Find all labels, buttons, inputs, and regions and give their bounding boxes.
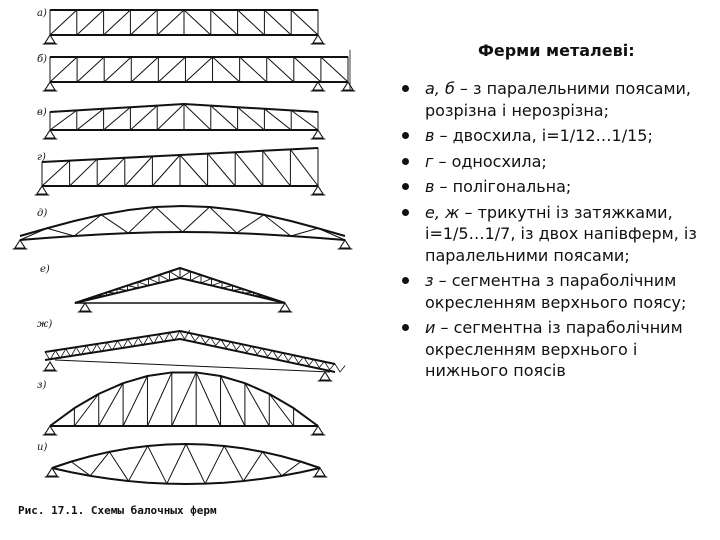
bullet-dot-icon [402, 132, 409, 139]
truss-z [42, 371, 326, 436]
support-icon [46, 466, 58, 477]
truss-a [42, 9, 326, 45]
bullet-dot-icon [402, 85, 409, 92]
truss-diagrams: а) б) в) г) д) е) ж) з) и) Рис. 17.1. Схемы балоч… [12, 8, 356, 517]
bullet-text: – двосхила, і=1/12…1/15; [434, 126, 653, 145]
bullet-term: з [425, 271, 434, 290]
diagram-label: д) [37, 208, 47, 219]
diagram-label: ж) [37, 319, 52, 330]
bullet-term: в [425, 177, 435, 196]
truss-figure: а) б) в) г) д) е) ж) з) и) Рис. 17.1. Схемы балоч… [12, 8, 356, 517]
truss-e [74, 267, 293, 313]
bullet-text: – односхила; [433, 151, 547, 171]
bullet-item: а, б – з паралельними поясами, розрізна … [395, 78, 717, 121]
support-icon [314, 466, 326, 477]
diagram-label: б) [37, 54, 47, 65]
support-icon [279, 301, 291, 312]
bullet-item: г – односхила; [395, 151, 717, 173]
support-icon [319, 370, 331, 381]
truss-g [34, 147, 326, 196]
truss-i [44, 443, 328, 485]
diagram-label: а) [37, 8, 47, 19]
bullet-item: и – сегментна із параболічним окреслення… [395, 317, 717, 382]
bullet-list: а, б – з паралельними поясами, розрізна … [395, 78, 717, 386]
support-icon [312, 128, 324, 139]
support-icon [312, 424, 324, 435]
support-icon [36, 184, 48, 195]
support-icon [79, 301, 91, 312]
bullet-term: а, б [425, 79, 455, 98]
bullet-term: в [425, 126, 435, 145]
truss-v [42, 103, 326, 140]
slide-title: Ферми металеві: [478, 41, 635, 60]
support-icon [312, 184, 324, 195]
support-icon [14, 238, 26, 249]
support-icon [312, 33, 324, 44]
diagram-label: в) [37, 107, 47, 118]
figure-caption: Рис. 17.1. Схемы балочных ферм [18, 504, 217, 517]
diagram-label: и) [37, 442, 47, 453]
support-icon [44, 128, 56, 139]
support-icon [339, 238, 351, 249]
diagram-label: е) [40, 264, 50, 275]
support-icon [342, 80, 354, 91]
bullet-item: в – полігональна; [395, 176, 717, 198]
support-icon [44, 360, 56, 371]
support-icon [44, 33, 56, 44]
truss-zh [42, 329, 346, 382]
bullet-dot-icon [402, 324, 409, 331]
bullet-text: – полігональна; [434, 177, 572, 196]
bullet-text: – трикутні із затяжками, і=1/5…1/7, із д… [425, 202, 697, 265]
bullet-dot-icon [402, 157, 409, 165]
bullet-item: з – сегментна з параболічним окресленням… [395, 270, 717, 313]
support-icon [312, 80, 324, 91]
bullet-text: – з паралельними поясами, розрізна і нер… [425, 79, 692, 120]
diagram-label: г) [37, 152, 46, 163]
bullet-dot-icon [402, 277, 409, 284]
bullet-item: в – двосхила, і=1/12…1/15; [395, 125, 717, 147]
support-icon [44, 424, 56, 435]
diagram-label: з) [37, 380, 46, 391]
truss-b [42, 49, 356, 92]
bullet-text: – сегментна із параболічним окресленням … [425, 318, 683, 380]
support-icon [44, 80, 56, 91]
bullet-dot-icon [402, 183, 409, 190]
bullet-item: е, ж – трикутні із затяжками, і=1/5…1/7,… [395, 202, 717, 267]
bullet-dot-icon [402, 208, 409, 216]
truss-d [12, 205, 353, 250]
bullet-term: г [425, 151, 434, 171]
bullet-term: е, ж [425, 202, 460, 222]
bullet-term: и [425, 318, 436, 337]
bullet-text: – сегментна з параболічним окресленням в… [425, 271, 687, 312]
